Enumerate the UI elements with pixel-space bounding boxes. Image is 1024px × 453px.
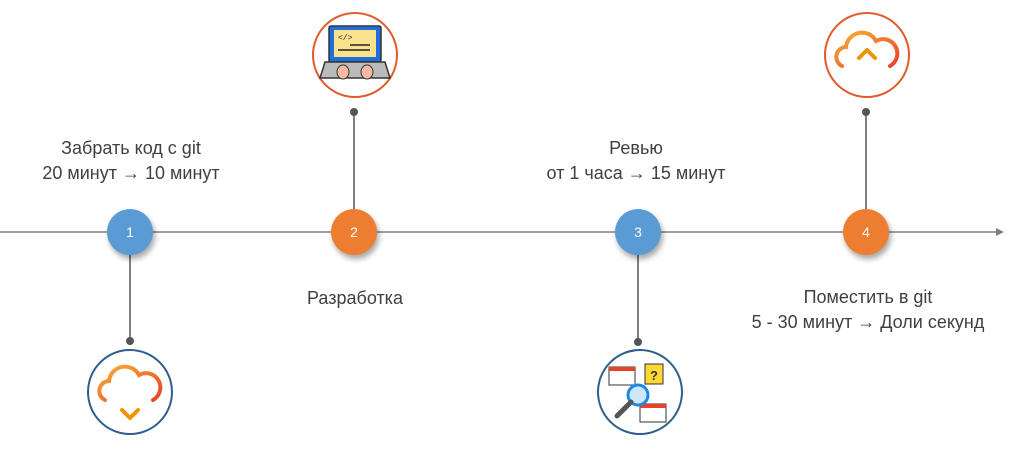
cloud-download-icon	[87, 349, 173, 435]
step-number: 3	[634, 224, 642, 240]
step-title: Поместить в git	[803, 287, 933, 307]
step-detail: 20 минут → 10 минут	[42, 163, 220, 183]
step-number: 1	[126, 224, 134, 240]
step-4-label: Поместить в git 5 - 30 минут → Доли секу…	[752, 285, 985, 335]
step-2-label: Разработка	[307, 286, 403, 311]
step-node-2: 2	[331, 209, 377, 255]
laptop-coding-icon: </>	[312, 12, 398, 98]
step-3-label: Ревью от 1 часа → 15 минут	[547, 136, 726, 186]
step-detail: от 1 часа → 15 минут	[546, 163, 726, 183]
step-title: Забрать код с git	[61, 138, 201, 158]
cloud-upload-icon	[824, 12, 910, 98]
step-detail: 5 - 30 минут → Доли секунд	[751, 312, 985, 332]
step-node-4: 4	[843, 209, 889, 255]
step-title: Разработка	[307, 288, 403, 308]
timeline-arrowhead	[996, 228, 1004, 236]
step-1-label: Забрать код с git 20 минут → 10 минут	[42, 136, 219, 186]
step-number: 2	[350, 224, 358, 240]
svg-text:?: ?	[650, 368, 658, 383]
step-node-1: 1	[107, 209, 153, 255]
step-title: Ревью	[609, 138, 663, 158]
step-number: 4	[862, 224, 870, 240]
step-node-3: 3	[615, 209, 661, 255]
svg-text:</>: </>	[338, 34, 353, 43]
code-review-magnifier-icon: ?	[597, 349, 683, 435]
